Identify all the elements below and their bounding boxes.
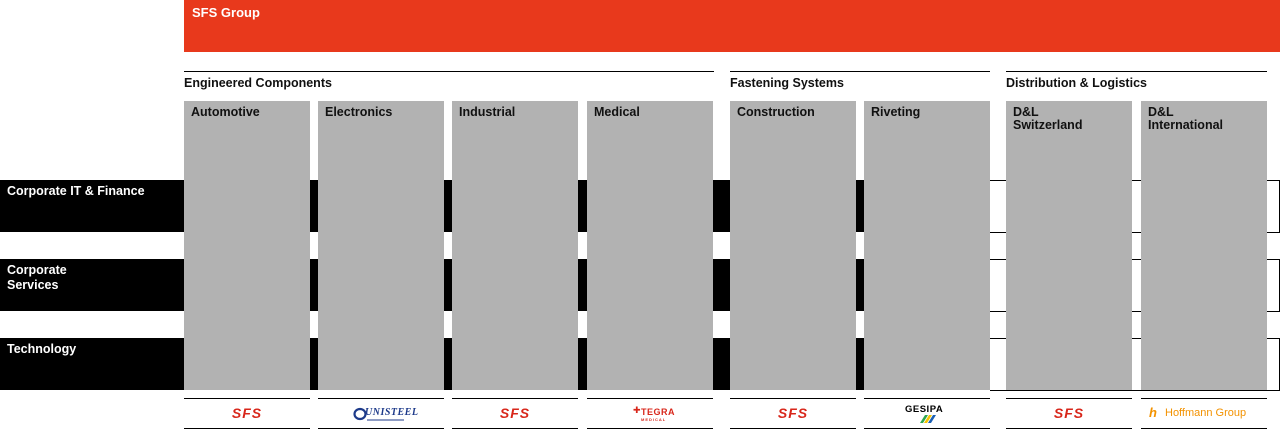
sfs-logo: SFS xyxy=(777,405,809,421)
unit-label-automotive: Automotive xyxy=(191,105,260,119)
division-rule-fastening xyxy=(730,71,990,72)
brand-rule-top xyxy=(184,398,310,399)
gesipa-logo: GESIPA xyxy=(864,403,990,423)
brand-rule-top xyxy=(318,398,444,399)
function-label-it-finance: Corporate IT & Finance xyxy=(7,184,145,198)
unit-column-dl-international: D&L International xyxy=(1141,101,1267,390)
brand-rule-top xyxy=(864,398,990,399)
tegra-text: TEGRA xyxy=(641,407,675,417)
unit-column-automotive: Automotive xyxy=(184,101,310,390)
brand-rule-bottom xyxy=(452,428,578,429)
group-title: SFS Group xyxy=(192,5,260,20)
brand-rule-top xyxy=(587,398,713,399)
tegra-logo: ✚ TEGRA MEDICAL xyxy=(587,404,713,424)
division-label-fastening: Fastening Systems xyxy=(730,76,844,90)
unit-label-riveting: Riveting xyxy=(871,105,921,119)
unisteel-logo: UNISTEEL xyxy=(318,405,444,423)
brand-rule-top xyxy=(1006,398,1132,399)
unit-label-construction: Construction xyxy=(737,105,815,119)
unit-label-industrial: Industrial xyxy=(459,105,516,119)
function-label-technology: Technology xyxy=(7,342,77,356)
sfs-logo: SFS xyxy=(231,405,263,421)
brand-rule-bottom xyxy=(864,428,990,429)
brand-rule-top xyxy=(730,398,856,399)
division-rule-distribution xyxy=(1006,71,1267,72)
brand-rule-top xyxy=(1141,398,1267,399)
division-label-engineered: Engineered Components xyxy=(184,76,332,90)
unit-column-industrial: Industrial xyxy=(452,101,578,390)
division-label-distribution: Distribution & Logistics xyxy=(1006,76,1147,90)
brand-rule-bottom xyxy=(730,428,856,429)
brand-rule-top xyxy=(452,398,578,399)
hoffmann-mark-icon: h xyxy=(1149,405,1157,420)
brand-rule-bottom xyxy=(1006,428,1132,429)
brand-rule-bottom xyxy=(318,428,444,429)
unit-label-medical: Medical xyxy=(594,105,640,119)
hoffmann-text: Hoffmann Group xyxy=(1165,407,1247,419)
brand-rule-bottom xyxy=(1141,428,1267,429)
unisteel-text: UNISTEEL xyxy=(365,407,419,418)
unit-column-medical: Medical xyxy=(587,101,713,390)
brand-rule-bottom xyxy=(184,428,310,429)
unit-label-electronics: Electronics xyxy=(325,105,393,119)
function-label-services: Corporate Services xyxy=(7,263,67,292)
tegra-cross-icon: ✚ xyxy=(633,405,641,415)
unit-column-construction: Construction xyxy=(730,101,856,390)
brand-rule-bottom xyxy=(587,428,713,429)
gesipa-text: GESIPA xyxy=(905,404,944,415)
unit-column-dl-switzerland: D&L Switzerland xyxy=(1006,101,1132,390)
unit-column-electronics: Electronics xyxy=(318,101,444,390)
sfs-logo: SFS xyxy=(499,405,531,421)
unit-label-dl-international: D&L International xyxy=(1148,105,1224,132)
group-header-bar: SFS Group xyxy=(184,0,1280,52)
hoffmann-logo: h Hoffmann Group xyxy=(1141,405,1267,423)
sfs-logo: SFS xyxy=(1053,405,1085,421)
unit-label-dl-switzerland: D&L Switzerland xyxy=(1013,105,1083,132)
unit-column-riveting: Riveting xyxy=(864,101,990,390)
tegra-subtext: MEDICAL xyxy=(641,417,667,422)
division-rule-engineered xyxy=(184,71,714,72)
